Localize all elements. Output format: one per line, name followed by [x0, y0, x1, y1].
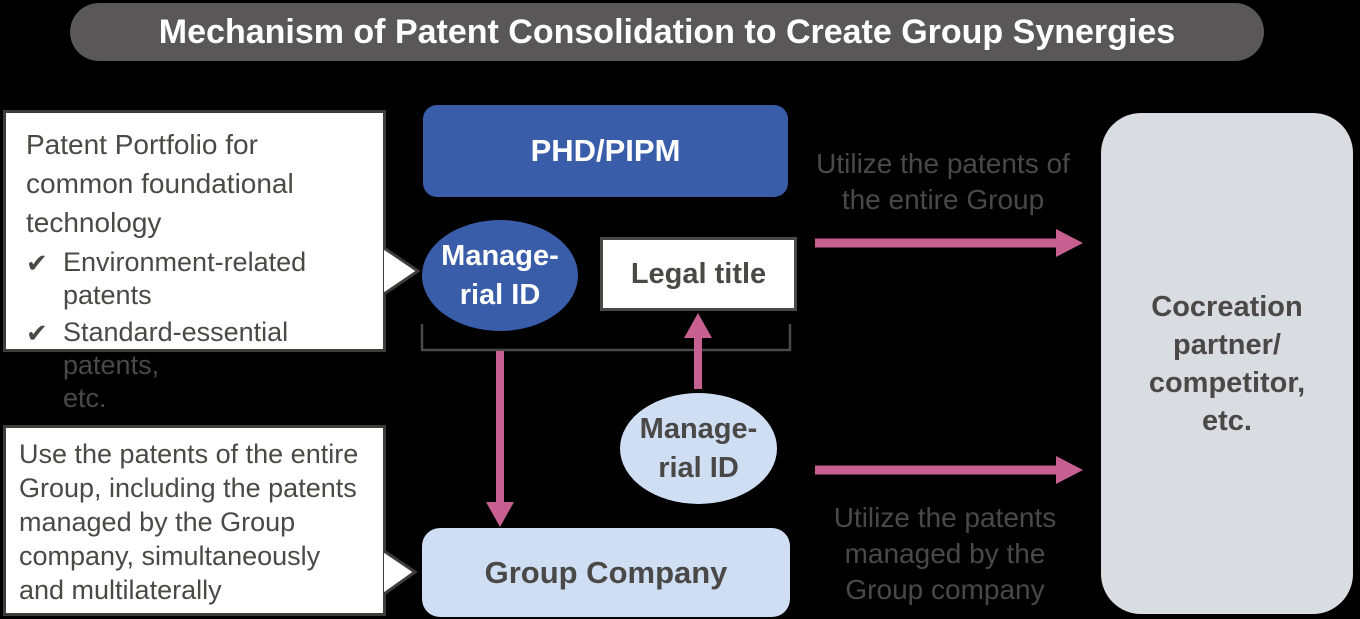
callout-pointer-top	[383, 246, 421, 296]
arrow-right-bottom	[815, 456, 1083, 484]
arrow-up	[684, 313, 712, 389]
bullet-environment-patents: ✔ Environment-related patents	[26, 246, 375, 312]
node-phd-pipm-label: PHD/PIPM	[530, 133, 681, 168]
arrow-down	[486, 351, 514, 527]
check-icon: ✔	[26, 318, 48, 348]
callout-patent-portfolio-text: Patent Portfolio for common foundational…	[26, 129, 294, 238]
node-cocreation-partner-label: Cocreation partner/ competitor, etc.	[1148, 290, 1306, 437]
callout-pointer-bottom	[383, 549, 418, 596]
check-icon: ✔	[26, 248, 48, 278]
callout-patent-portfolio: Patent Portfolio for common foundational…	[3, 110, 386, 413]
node-cocreation-partner: Cocreation partner/ competitor, etc.	[1101, 113, 1353, 614]
bullet-text: Standard-essential patents, etc.	[63, 317, 289, 413]
node-managerial-id-phd-label: Manage- rial ID	[441, 239, 559, 311]
node-legal-title: Legal title	[600, 237, 797, 311]
arrow-right-top	[815, 229, 1083, 257]
node-managerial-id-group: Manage- rial ID	[620, 393, 777, 504]
node-group-company: Group Company	[422, 528, 790, 617]
node-legal-title-label: Legal title	[630, 257, 767, 290]
node-phd-pipm: PHD/PIPM	[423, 105, 788, 197]
arrow-label-top: Utilize the patents of the entire Group	[816, 148, 1070, 215]
node-managerial-id-phd: Manage- rial ID	[422, 220, 578, 331]
node-group-company-label: Group Company	[484, 554, 728, 590]
callout-use-patents-text: Use the patents of the entire Group, inc…	[19, 439, 359, 605]
bullet-text: Environment-related patents	[63, 247, 307, 310]
arrow-label-bottom: Utilize the patents managed by the Group…	[833, 502, 1057, 605]
bullet-standard-essential-patents: ✔ Standard-essential patents, etc.	[26, 316, 375, 415]
diagram-title: Mechanism of Patent Consolidation to Cre…	[158, 12, 1176, 51]
callout-use-patents: Use the patents of the entire Group, inc…	[3, 425, 386, 616]
title-banner: Mechanism of Patent Consolidation to Cre…	[70, 3, 1264, 61]
node-managerial-id-group-label: Manage- rial ID	[639, 412, 758, 484]
